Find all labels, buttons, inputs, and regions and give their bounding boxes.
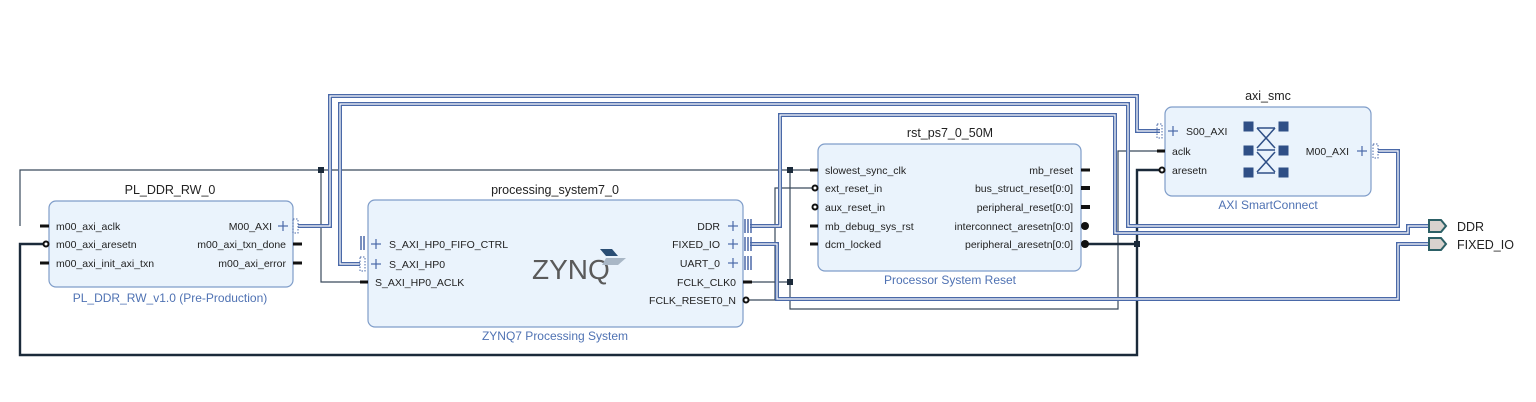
pin-peripheral-aresetn[interactable]: peripheral_aresetn[0:0] [965,239,1073,251]
expand-plus-icon[interactable] [728,239,738,249]
pin-s-axi-hp0[interactable]: S_AXI_HP0 [389,259,445,271]
expand-plus-icon[interactable] [371,239,381,249]
block-instance-name: PL_DDR_RW_0 [125,183,216,197]
pin-m00-axi-txn-done[interactable]: m00_axi_txn_done [197,239,286,251]
pin-m00-axi-aresetn[interactable]: m00_axi_aresetn [56,239,137,251]
net-junction [1134,241,1140,247]
pin-ext-reset-in[interactable]: ext_reset_in [825,183,882,195]
external-port-icon[interactable] [1428,237,1448,251]
net-junction [787,279,793,285]
pin-invert-bubble[interactable] [1081,240,1089,248]
pin-invert-bubble[interactable] [742,296,750,304]
expand-plus-icon[interactable] [728,258,738,268]
pin-invert-bubble[interactable] [811,184,819,192]
svg-text:ZYNQ: ZYNQ [532,254,610,285]
expand-plus-icon[interactable] [1168,126,1178,136]
block-processor-system-reset[interactable]: rst_ps7_0_50M slowest_sync_clk ext_reset… [810,126,1090,287]
block-ip-name: Processor System Reset [884,273,1017,287]
expand-plus-icon[interactable] [371,259,381,269]
pin-invert-bubble[interactable] [811,203,819,211]
pin-aux-reset-in[interactable]: aux_reset_in [825,202,885,214]
pin-s-axi-hp0-fifo-ctrl[interactable]: S_AXI_HP0_FIFO_CTRL [389,239,508,251]
pin-s00-axi[interactable]: S00_AXI [1186,126,1227,138]
pin-bus-struct-reset[interactable]: bus_struct_reset[0:0] [975,183,1073,195]
block-instance-name: axi_smc [1245,89,1291,103]
pin-slowest-sync-clk[interactable]: slowest_sync_clk [825,165,907,177]
block-axi-smartconnect[interactable]: axi_smc S00_AXI aclk aresetn M00_AXI AXI… [1156,89,1379,212]
pin-aresetn[interactable]: aresetn [1172,165,1207,177]
block-processing-system7[interactable]: processing_system7_0 S_AXI_HP0_FIFO_CTRL… [359,183,752,343]
bus-interface-icon [292,218,299,234]
block-ip-name: AXI SmartConnect [1218,198,1318,212]
block-instance-name: processing_system7_0 [491,183,619,197]
net-junction [318,167,324,173]
pin-fclk-reset0-n[interactable]: FCLK_RESET0_N [649,295,736,307]
nets [18,94,1428,357]
external-port-fixed-io[interactable]: FIXED_IO [1428,237,1514,252]
expand-plus-icon[interactable] [278,221,288,231]
net-junction [787,167,793,173]
pin-uart-0[interactable]: UART_0 [680,258,720,270]
pin-ddr[interactable]: DDR [697,221,720,233]
bus-interface-icon [744,219,752,270]
expand-plus-icon[interactable] [1357,146,1367,156]
bus-interface-icon [1372,143,1379,159]
pin-m00-axi-init-axi-txn[interactable]: m00_axi_init_axi_txn [56,258,154,270]
pin-m00-axi[interactable]: M00_AXI [1306,146,1349,158]
net-peripheral-aresetn[interactable] [18,168,1162,357]
net-fclk-clk0[interactable] [19,150,1165,310]
external-port-ddr[interactable]: DDR [1428,219,1484,234]
pin-fclk-clk0[interactable]: FCLK_CLK0 [677,277,736,289]
external-port-label: FIXED_IO [1457,238,1514,252]
bus-interface-icon [1156,123,1163,139]
pin-aclk[interactable]: aclk [1172,146,1191,158]
bus-interface-icon [360,236,365,250]
pin-dcm-locked[interactable]: dcm_locked [825,239,881,251]
expand-plus-icon[interactable] [728,221,738,231]
block-instance-name: rst_ps7_0_50M [907,126,993,140]
pin-invert-bubble[interactable] [1081,222,1089,230]
external-port-icon[interactable] [1428,219,1448,233]
block-ip-name: ZYNQ7 Processing System [482,329,628,343]
pin-interconnect-aresetn[interactable]: interconnect_aresetn[0:0] [955,221,1074,233]
block-body[interactable] [367,199,744,328]
pin-fixed-io[interactable]: FIXED_IO [672,239,720,251]
pin-m00-axi-aclk[interactable]: m00_axi_aclk [56,221,121,233]
zynq-logo: ZYNQ [532,249,626,285]
pin-peripheral-reset[interactable]: peripheral_reset[0:0] [977,202,1073,214]
pin-m00-axi[interactable]: M00_AXI [229,221,272,233]
external-port-label: DDR [1457,220,1484,234]
bus-interface-icon [359,256,366,272]
pin-mb-reset[interactable]: mb_reset [1029,165,1073,177]
pin-s-axi-hp0-aclk[interactable]: S_AXI_HP0_ACLK [375,277,464,289]
pin-invert-bubble[interactable] [42,240,50,248]
pin-mb-debug-sys-rst[interactable]: mb_debug_sys_rst [825,221,914,233]
block-pl-ddr-rw[interactable]: PL_DDR_RW_0 m00_axi_aclk m00_axi_aresetn… [40,183,302,305]
pin-invert-bubble[interactable] [1158,166,1166,174]
pin-m00-axi-error[interactable]: m00_axi_error [218,258,286,270]
crossbar-icon [1243,121,1289,178]
block-ip-name: PL_DDR_RW_v1.0 (Pre-Production) [73,291,268,305]
